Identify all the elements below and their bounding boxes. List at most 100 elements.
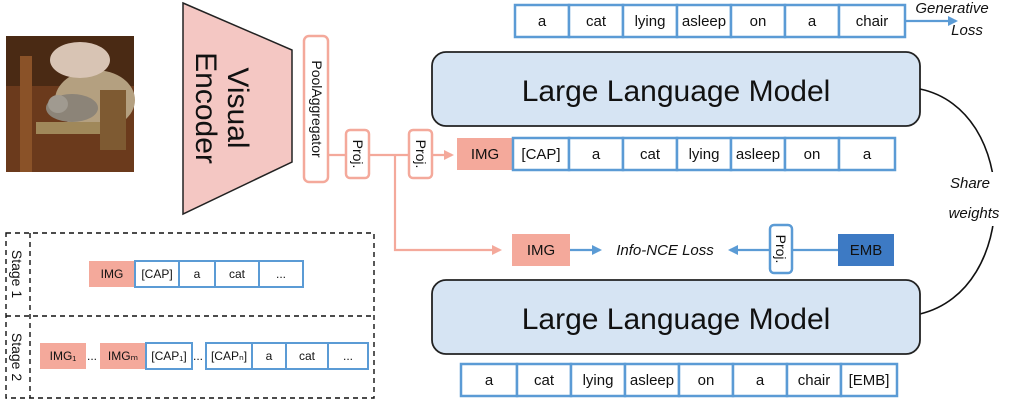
input-token: cat xyxy=(515,362,573,398)
stage-token: ... xyxy=(258,260,304,288)
svg-text:[EMB]: [EMB] xyxy=(849,372,890,389)
svg-text:a: a xyxy=(485,372,494,389)
svg-text:chair: chair xyxy=(798,372,831,389)
input-token: a xyxy=(459,362,519,398)
output-token: chair xyxy=(837,3,907,39)
input-token: on xyxy=(677,362,735,398)
llm-bottom-label: Large Language Model xyxy=(522,303,831,336)
svg-text:chair: chair xyxy=(856,13,889,30)
svg-text:EMB: EMB xyxy=(850,242,883,259)
stage-token: a xyxy=(178,260,216,288)
stage-token: cat xyxy=(285,342,329,370)
svg-text:cat: cat xyxy=(534,372,555,389)
input-top-tokens: IMG [CAP] a cat lying asleep on a xyxy=(457,136,897,172)
svg-text:asleep: asleep xyxy=(682,13,726,30)
stage-legend: Stage 1 Stage 2 IMG [CAP] a cat ... IMG₁… xyxy=(5,232,375,399)
svg-text:a: a xyxy=(808,13,817,30)
svg-text:lying: lying xyxy=(583,372,614,389)
input-token: a xyxy=(837,136,897,172)
input-token: on xyxy=(783,136,841,172)
input-token: lying xyxy=(675,136,733,172)
svg-text:a: a xyxy=(592,146,601,163)
svg-text:IMG: IMG xyxy=(527,242,555,259)
output-token: asleep xyxy=(675,3,733,39)
input-bottom-tokens: a cat lying asleep on a chair [EMB] xyxy=(459,362,899,398)
input-token: lying xyxy=(569,362,627,398)
output-token: lying xyxy=(621,3,679,39)
stage-token: ... xyxy=(327,342,369,370)
cap-token-first: [CAP₁] xyxy=(145,342,193,370)
input-token: [CAP] xyxy=(511,136,571,172)
svg-text:lying: lying xyxy=(689,146,720,163)
stage-token: [CAP] xyxy=(134,260,180,288)
svg-text:IMG: IMG xyxy=(471,146,499,163)
svg-text:...: ... xyxy=(343,349,353,363)
proj-label-2: Proj. xyxy=(413,140,429,169)
output-token: a xyxy=(513,3,571,39)
svg-text:a: a xyxy=(538,13,547,30)
svg-text:cat: cat xyxy=(229,267,246,281)
svg-text:[CAP]: [CAP] xyxy=(141,267,172,281)
encoder-label-line1: Visual xyxy=(221,67,254,148)
proj-label-1: Proj. xyxy=(350,140,366,169)
encoder-connectors xyxy=(328,150,502,255)
pool-aggregator-box: PoolAggregator xyxy=(302,34,330,184)
svg-text:on: on xyxy=(698,372,715,389)
svg-text:IMGₘ: IMGₘ xyxy=(108,349,138,363)
svg-text:on: on xyxy=(750,13,767,30)
encoder-label-line2: Encoder xyxy=(189,52,222,164)
output-token: a xyxy=(783,3,841,39)
svg-text:a: a xyxy=(863,146,872,163)
visual-encoder: Visual Encoder xyxy=(182,1,293,216)
generative-output-tokens: a cat lying asleep on a chair xyxy=(513,3,907,39)
svg-text:[CAP₁]: [CAP₁] xyxy=(151,349,186,363)
proj-box-2: Proj. xyxy=(407,128,434,180)
input-token: [EMB] xyxy=(839,362,899,398)
svg-text:a: a xyxy=(194,267,201,281)
proj-box-1: Proj. xyxy=(344,128,371,180)
svg-text:IMG₁: IMG₁ xyxy=(50,349,77,363)
emb-token: EMB xyxy=(838,234,894,266)
svg-text:lying: lying xyxy=(635,13,666,30)
stage-2-label: Stage 2 xyxy=(9,333,25,381)
cap-token-last: [CAPₙ] xyxy=(205,342,253,370)
svg-text:asleep: asleep xyxy=(736,146,780,163)
proj-label-3: Proj. xyxy=(773,235,789,264)
svg-text:IMG: IMG xyxy=(101,267,124,281)
input-token: asleep xyxy=(623,362,681,398)
contrastive-img-token: IMG xyxy=(512,234,570,266)
img-token-first: IMG₁ xyxy=(40,343,86,369)
stage-token: a xyxy=(251,342,287,370)
stage-1-sequence: IMG [CAP] a cat ... xyxy=(89,260,304,288)
input-token: asleep xyxy=(729,136,787,172)
img-token-last: IMGₘ xyxy=(100,343,146,369)
input-token: cat xyxy=(621,136,679,172)
svg-text:[CAPₙ]: [CAPₙ] xyxy=(211,349,247,363)
input-token: a xyxy=(731,362,789,398)
input-token: chair xyxy=(785,362,843,398)
generative-loss-label-line2: Loss xyxy=(951,22,983,39)
svg-text:on: on xyxy=(804,146,821,163)
svg-text:[CAP]: [CAP] xyxy=(521,146,560,163)
cat-photo-icon xyxy=(6,36,135,172)
output-token: on xyxy=(729,3,787,39)
share-weights-line2: weights xyxy=(949,205,1000,222)
stage-1-label: Stage 1 xyxy=(9,250,25,298)
stage-token: cat xyxy=(214,260,260,288)
img-token: IMG xyxy=(457,138,513,170)
stage-2-ellipsis-1: ... xyxy=(87,349,97,363)
generative-loss-label-line1: Generative xyxy=(915,0,988,17)
llm-bottom-block: Large Language Model xyxy=(431,279,921,355)
svg-text:cat: cat xyxy=(640,146,661,163)
share-weights-line1: Share xyxy=(950,175,990,192)
svg-text:cat: cat xyxy=(299,349,316,363)
svg-text:cat: cat xyxy=(586,13,607,30)
output-token: cat xyxy=(567,3,625,39)
img-token: IMG xyxy=(89,261,135,287)
stage-2-ellipsis-2: ... xyxy=(193,349,203,363)
svg-text:a: a xyxy=(266,349,273,363)
svg-text:a: a xyxy=(756,372,765,389)
llm-top-block: Large Language Model xyxy=(431,51,921,127)
